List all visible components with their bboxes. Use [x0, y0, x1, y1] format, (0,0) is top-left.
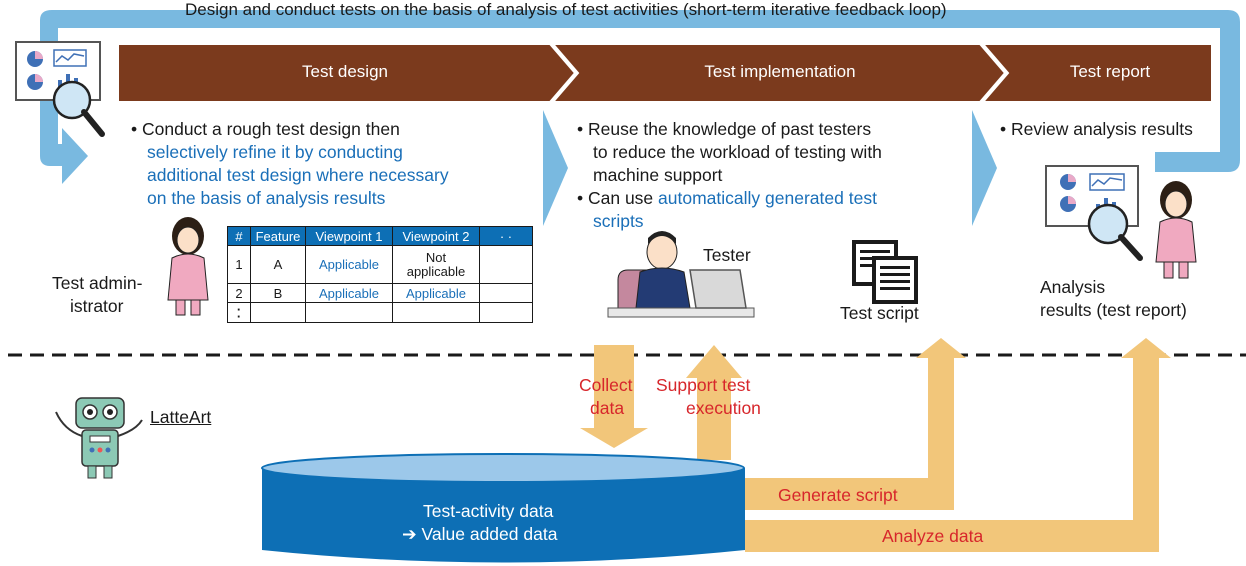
test-activity-database	[261, 453, 745, 563]
test-admin-label-line1: Test admin-	[52, 273, 143, 293]
table-cell: 1	[227, 245, 251, 284]
collect-data-label-line1: Collect	[579, 375, 633, 395]
flow-arrow-design-to-impl	[543, 110, 568, 226]
table-cell	[479, 283, 533, 303]
impl-bullet2-highlight: automatically generated test	[658, 188, 877, 208]
table-header-cell: · ·	[479, 226, 533, 246]
report-reviewer-figure	[1155, 181, 1197, 279]
table-cell: A	[250, 245, 306, 284]
db-label-line1: Test-activity data	[423, 501, 554, 521]
flow-arrow-impl-to-report	[972, 110, 997, 226]
table-cell: Applicable	[305, 283, 393, 303]
phase-arrow-design	[117, 43, 577, 103]
analysis-results-label-line2: results (test report)	[1040, 300, 1187, 320]
table-row: 2 B Applicable Applicable	[227, 283, 533, 303]
latteart-robot-icon	[55, 397, 143, 479]
latteart-label: LatteArt	[150, 407, 212, 427]
table-row: · ·	[227, 302, 533, 323]
table-cell: Applicable	[305, 245, 393, 284]
table-header-cell: #	[227, 226, 251, 246]
viewpoint-table: # Feature Viewpoint 1 Viewpoint 2 · · 1 …	[227, 226, 533, 323]
design-bullet-line4: on the basis of analysis results	[147, 188, 386, 208]
phase-arrow-report	[980, 43, 1213, 103]
generate-script-label: Generate script	[778, 485, 898, 505]
test-script-label: Test script	[840, 303, 919, 323]
table-cell	[305, 302, 393, 323]
impl-bullet2-line1: • Can use automatically generated test	[577, 187, 877, 210]
collect-data-label-line2: data	[590, 398, 625, 418]
impl-bullet2-line2: scripts	[593, 211, 644, 231]
feedback-loop-band	[40, 10, 1240, 184]
test-administrator-figure	[167, 217, 209, 316]
impl-bullet1-line1: • Reuse the knowledge of past testers	[577, 119, 872, 139]
analyze-data-label: Analyze data	[882, 526, 984, 546]
table-cell: 2	[227, 283, 251, 303]
table-cell: Not applicable	[392, 245, 480, 284]
analyze-data-flow	[745, 338, 1171, 552]
tester-label: Tester	[703, 245, 751, 265]
impl-bullet1-line2: to reduce the workload of testing with	[593, 142, 882, 162]
support-execution-arrow	[686, 345, 742, 460]
analysis-results-label-line1: Analysis	[1040, 277, 1106, 297]
table-cell: · ·	[227, 302, 251, 323]
table-cell: Applicable	[392, 283, 480, 303]
support-execution-label-line2: execution	[686, 398, 761, 418]
impl-bullet2-prefix: • Can use	[577, 188, 659, 208]
table-header-row: # Feature Viewpoint 1 Viewpoint 2 · ·	[227, 226, 533, 246]
table-header-cell: Viewpoint 1	[305, 226, 393, 246]
generate-script-flow	[745, 338, 966, 510]
table-row: 1 A Applicable Not applicable	[227, 245, 533, 284]
support-execution-label-line1: Support test	[656, 375, 751, 395]
collect-data-arrow	[580, 345, 648, 448]
phase-arrow-implementation	[550, 43, 1007, 103]
db-label-line2: ➔ Value added data	[402, 524, 558, 544]
impl-bullet1-line3: machine support	[593, 165, 723, 185]
design-bullet-line2: selectively refine it by conducting	[147, 142, 403, 162]
test-admin-label-line2: istrator	[70, 296, 124, 316]
magnifier-icon-left	[52, 80, 105, 137]
table-cell: B	[250, 283, 306, 303]
design-bullet-line3: additional test design where necessary	[147, 165, 449, 185]
table-cell	[392, 302, 480, 323]
table-cell	[479, 245, 533, 284]
test-script-icon	[852, 240, 918, 304]
table-cell	[250, 302, 306, 323]
phase-label-report: Test report	[1069, 62, 1151, 81]
tester-figure	[607, 231, 755, 318]
table-cell	[479, 302, 533, 323]
design-bullet-line1: • Conduct a rough test design then	[131, 119, 400, 139]
phase-label-design: Test design	[302, 62, 388, 81]
magnifier-icon-right	[1087, 203, 1143, 261]
feedback-loop-caption: Design and conduct tests on the basis of…	[185, 0, 947, 19]
report-bullet: • Review analysis results	[1000, 119, 1193, 139]
table-header-cell: Feature	[250, 226, 306, 246]
table-header-cell: Viewpoint 2	[392, 226, 480, 246]
phase-label-implementation: Test implementation	[704, 62, 856, 81]
